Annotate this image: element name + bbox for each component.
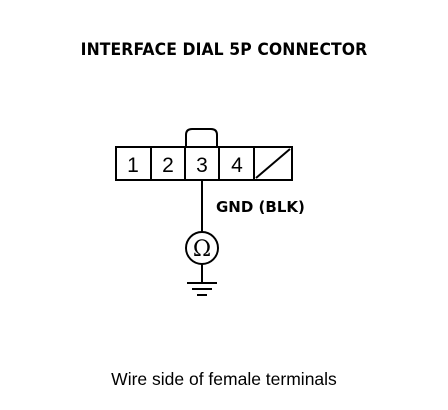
pin-2-label: 2: [162, 154, 174, 177]
diagram-title: INTERFACE DIAL 5P CONNECTOR: [80, 40, 368, 60]
pin-3-label: 3: [196, 154, 208, 177]
connector-latch: [185, 128, 218, 147]
pin-1-label: 1: [127, 154, 139, 177]
pin-4-label: 4: [231, 154, 243, 177]
connector-housing: [115, 146, 293, 181]
ohm-symbol: Ω: [193, 237, 211, 262]
unused-pin-slash: [255, 148, 291, 179]
wire-label: GND (BLK): [216, 198, 305, 216]
diagram-caption: Wire side of female terminals: [111, 369, 337, 389]
ground-icon: [187, 282, 217, 296]
